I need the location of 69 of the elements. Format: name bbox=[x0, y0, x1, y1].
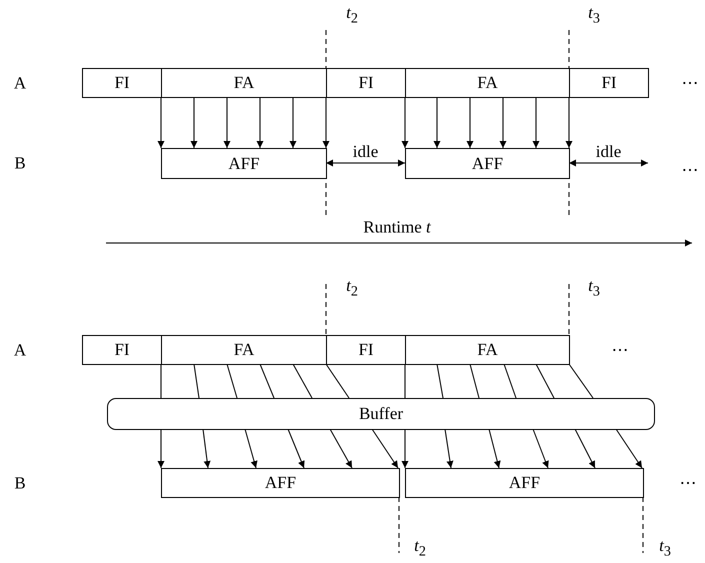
segment-box: AFF bbox=[161, 148, 327, 179]
arrow bbox=[488, 428, 501, 468]
arrow bbox=[322, 96, 330, 148]
arrow bbox=[434, 96, 440, 148]
ellipsis: ⋯ bbox=[682, 162, 698, 178]
segment-box: FA bbox=[405, 335, 570, 365]
arrow bbox=[158, 428, 164, 468]
arrow bbox=[500, 96, 506, 148]
arrow bbox=[202, 428, 211, 468]
segment-box: FI bbox=[82, 68, 162, 98]
arrow bbox=[224, 96, 230, 148]
time-label: t$_{3}$ bbox=[588, 4, 600, 26]
arrow bbox=[466, 96, 474, 148]
arrow bbox=[326, 160, 406, 166]
ellipsis: ⋯ bbox=[680, 474, 696, 492]
segment-box: FI bbox=[326, 335, 406, 365]
arrow bbox=[190, 96, 198, 148]
edge-label: idle bbox=[350, 143, 380, 160]
segment-box: FI bbox=[326, 68, 406, 98]
time-label: t$_{3}$ bbox=[588, 277, 600, 299]
connector-line bbox=[536, 364, 554, 398]
buffer-box: Buffer bbox=[107, 398, 655, 430]
segment-box: FI bbox=[82, 335, 162, 365]
segment-box: AFF bbox=[405, 468, 644, 498]
time-label: t$_{2}$ bbox=[346, 277, 358, 299]
segment-box: AFF bbox=[405, 148, 570, 179]
ellipsis: ⋯ bbox=[682, 74, 698, 92]
arrow bbox=[568, 160, 648, 166]
segment-box: AFF bbox=[161, 468, 400, 498]
connector-line bbox=[160, 364, 162, 398]
arrow bbox=[402, 96, 408, 148]
time-label: t$_{2}$ bbox=[414, 537, 426, 559]
row-label: A bbox=[14, 74, 26, 92]
segment-box: FI bbox=[569, 68, 649, 98]
segment-box: FA bbox=[405, 68, 570, 98]
connector-line bbox=[260, 364, 274, 398]
time-label: t$_{3}$ bbox=[659, 537, 671, 559]
segment-box: FA bbox=[161, 68, 327, 98]
arrow bbox=[288, 428, 305, 468]
row-label: A bbox=[14, 342, 26, 358]
arrow bbox=[444, 428, 454, 468]
connector-line bbox=[194, 364, 200, 398]
row-label: B bbox=[14, 474, 26, 492]
arrow bbox=[256, 96, 264, 148]
connector-line bbox=[470, 364, 480, 398]
axis-label: Runtime t bbox=[363, 218, 431, 236]
arrow bbox=[158, 96, 164, 148]
arrow bbox=[372, 428, 398, 468]
arrow bbox=[402, 428, 408, 468]
arrow bbox=[574, 428, 596, 468]
connector-line bbox=[436, 364, 444, 398]
connector-line bbox=[292, 364, 312, 398]
connector-line bbox=[404, 364, 406, 398]
row-label: B bbox=[14, 154, 26, 172]
arrow bbox=[244, 428, 258, 468]
arrow bbox=[532, 428, 549, 468]
arrow bbox=[290, 96, 296, 148]
connector-line bbox=[226, 364, 238, 398]
edge-label: idle bbox=[594, 143, 624, 160]
connector-line bbox=[568, 364, 594, 398]
arrow bbox=[566, 96, 572, 148]
time-label: t$_{2}$ bbox=[346, 4, 358, 26]
connector-line bbox=[504, 364, 516, 398]
ellipsis: ⋯ bbox=[612, 342, 628, 358]
connector-line bbox=[326, 364, 350, 398]
arrow bbox=[532, 96, 540, 148]
segment-box: FA bbox=[161, 335, 327, 365]
arrow bbox=[330, 428, 352, 468]
arrow bbox=[616, 428, 642, 468]
